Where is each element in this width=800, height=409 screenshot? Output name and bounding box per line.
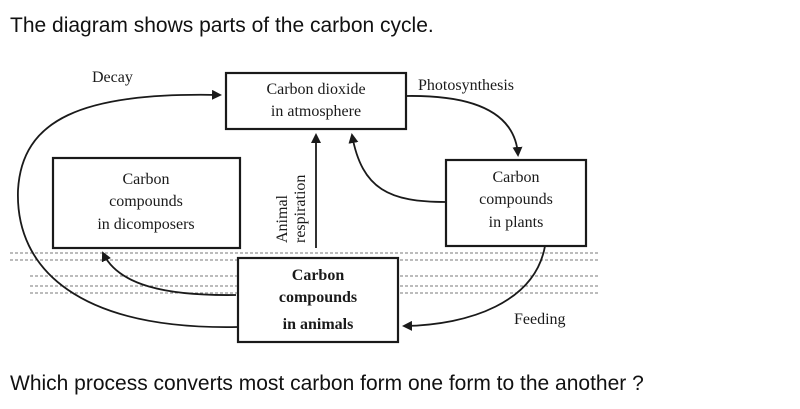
animals-line-3: in animals bbox=[283, 316, 354, 333]
animal-respiration-label: Animal respiration bbox=[274, 175, 309, 243]
decomposers-line-1: Carbon bbox=[122, 171, 169, 188]
animals-line-1: Carbon bbox=[292, 267, 345, 284]
question-intro: The diagram shows parts of the carbon cy… bbox=[10, 14, 434, 37]
animal-respiration-label-line-1: Animal bbox=[274, 194, 291, 243]
feeding-label: Feeding bbox=[514, 311, 566, 328]
feeding-arrow bbox=[402, 245, 546, 331]
carbon-cycle-diagram: Carbon dioxide in atmosphere Carbon comp… bbox=[10, 69, 600, 344]
animals-line-2: compounds bbox=[279, 289, 357, 306]
plants-line-2: compounds bbox=[479, 191, 553, 208]
node-atmosphere: Carbon dioxide in atmosphere bbox=[224, 71, 408, 131]
plant-respiration-arrow bbox=[348, 133, 447, 203]
decomposers-line-3: in dicomposers bbox=[97, 216, 194, 233]
node-decomposers: Carbon compounds in dicomposers bbox=[51, 156, 242, 250]
node-animals: Carbon compounds in animals bbox=[236, 256, 400, 344]
atmosphere-line-2: in atmosphere bbox=[271, 103, 361, 120]
atmosphere-line-1: Carbon dioxide bbox=[266, 81, 365, 98]
decay-label: Decay bbox=[92, 69, 133, 86]
photosynthesis-label: Photosynthesis bbox=[418, 77, 514, 94]
plants-line-3: in plants bbox=[489, 214, 544, 231]
question-prompt: Which process converts most carbon form … bbox=[10, 372, 644, 395]
plants-line-1: Carbon bbox=[492, 169, 539, 186]
decomposers-line-2: compounds bbox=[109, 193, 183, 210]
node-plants: Carbon compounds in plants bbox=[444, 158, 588, 248]
photosynthesis-arrow bbox=[405, 95, 523, 157]
decay-arrow bbox=[17, 89, 239, 328]
death-arrow bbox=[101, 251, 237, 296]
animal-respiration-label-line-2: respiration bbox=[292, 175, 309, 243]
